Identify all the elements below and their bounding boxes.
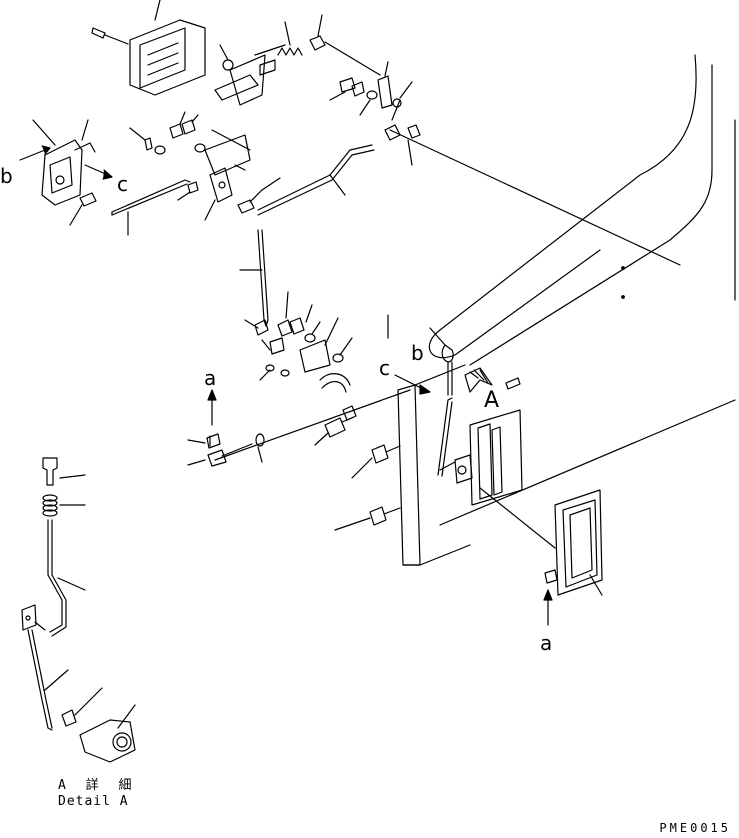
vertical-rod (239, 229, 269, 327)
detail-a-assembly (21, 457, 136, 763)
label-c-left: c (117, 172, 128, 196)
label-A-callout: A (484, 388, 500, 413)
detail-a-title: A 詳 細 (58, 778, 138, 793)
fastener-group-top (329, 61, 413, 116)
cab-body-outline (389, 54, 736, 526)
label-a-bottom: a (540, 631, 553, 655)
door-latch-left (19, 119, 191, 236)
fastener-group-middle (244, 291, 353, 393)
label-c-right: c (379, 356, 390, 380)
label-a-left: a (204, 366, 217, 390)
lock-housing (91, 0, 381, 106)
label-b-left: b (0, 164, 13, 188)
outer-door-handle (479, 487, 603, 626)
connecting-rod-upper (237, 99, 421, 216)
detail-a-subtitle: Detail A (58, 794, 129, 809)
door-panel (334, 314, 471, 566)
drawing-code: PME0015 (659, 821, 731, 835)
lever-bracket (129, 111, 251, 221)
inner-door-latch (394, 327, 523, 506)
label-b-right: b (411, 341, 424, 365)
connecting-rod-lower (187, 389, 411, 467)
